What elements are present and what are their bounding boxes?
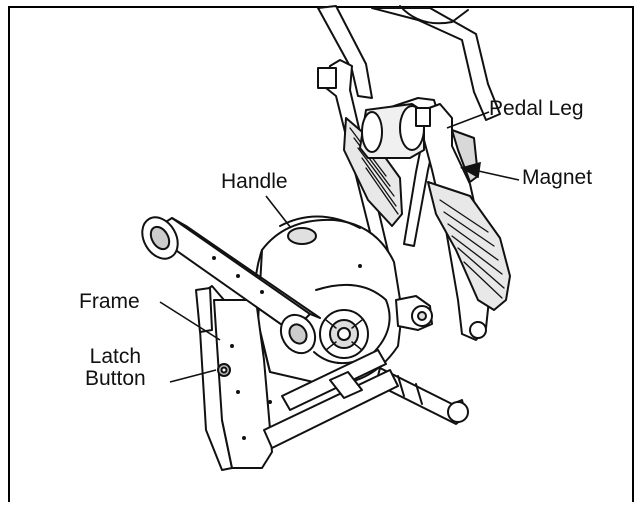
- leader-magnet: [473, 169, 520, 181]
- pedal-right-roller: [469, 321, 487, 339]
- leader-latch: [169, 369, 217, 383]
- frame-tube: [195, 287, 213, 333]
- label-pedal-leg: Pedal Leg: [489, 97, 584, 120]
- arrow-magnet: [459, 161, 481, 179]
- label-latch-line1: Latch: [89, 345, 142, 368]
- label-latch-button: Latch Button: [85, 345, 146, 391]
- label-frame: Frame: [79, 290, 140, 313]
- leader-pedal-leg: [446, 111, 490, 129]
- leader-frame: [159, 301, 221, 341]
- label-magnet: Magnet: [522, 166, 593, 189]
- console-top: [399, 5, 469, 25]
- label-latch-line2: Button: [85, 367, 146, 391]
- frame-panel: [213, 299, 273, 469]
- pedal-right-footplate: [427, 181, 511, 311]
- handle-grip: [287, 227, 317, 245]
- leader-handle: [265, 195, 292, 229]
- label-handle: Handle: [221, 170, 288, 193]
